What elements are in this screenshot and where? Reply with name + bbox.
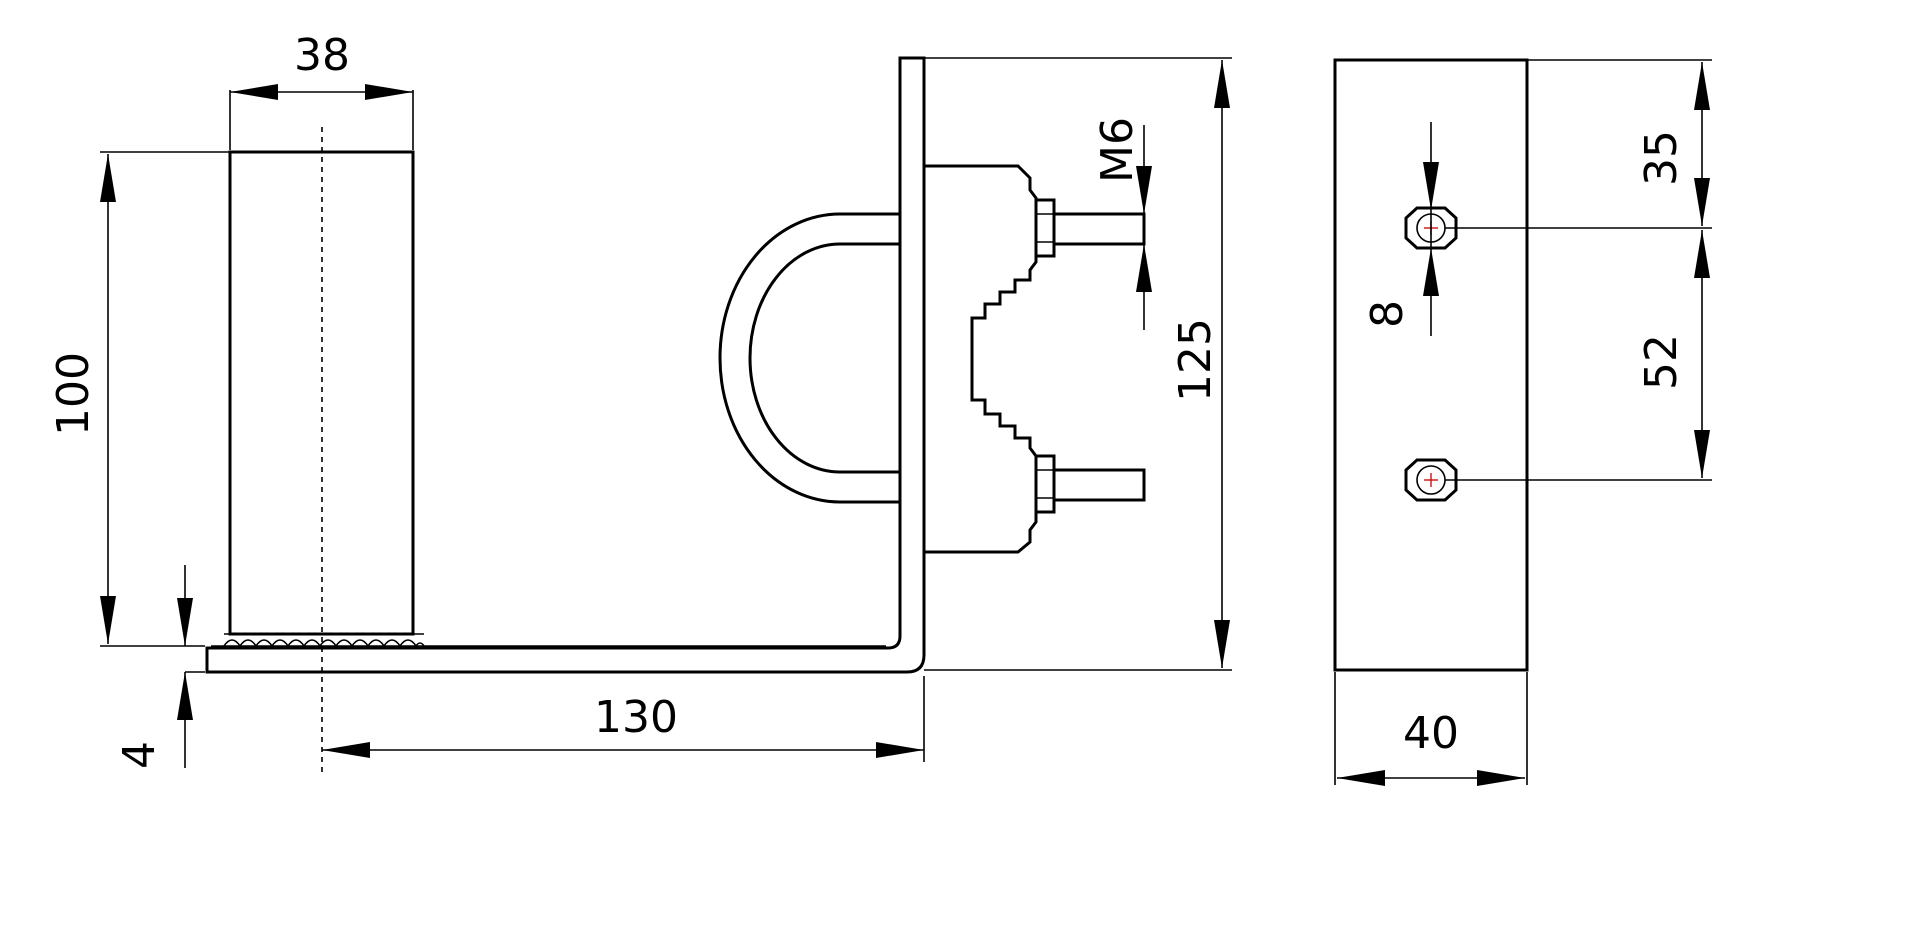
dim-top-offset: 35 <box>1445 59 1712 229</box>
clamp-saddle <box>924 164 1038 554</box>
dim-label: 52 <box>1636 334 1687 390</box>
dim-thread: M6 <box>1092 117 1152 330</box>
dim-hole-spacing: 52 <box>1445 230 1712 481</box>
dim-label: 35 <box>1636 130 1687 186</box>
dim-label: 125 <box>1170 318 1221 402</box>
front-view: 38 100 4 130 <box>48 30 1232 775</box>
dim-post-height: 100 <box>48 151 230 647</box>
dim-side-width: 40 <box>1334 672 1528 786</box>
dim-arm-length: 130 <box>322 676 925 762</box>
dim-label: 8 <box>1362 300 1413 328</box>
dim-plate-thickness: 4 <box>114 565 205 769</box>
dim-label: 100 <box>48 352 99 436</box>
lower-nut <box>1034 454 1056 514</box>
u-bolt <box>718 212 900 504</box>
weld-bead <box>223 639 425 648</box>
side-plate <box>1333 58 1529 672</box>
dim-label: 38 <box>294 30 350 81</box>
upper-nut <box>1034 198 1056 258</box>
dim-label: 40 <box>1403 708 1459 759</box>
upper-stud <box>1052 212 1146 246</box>
dim-label: 4 <box>114 741 165 769</box>
dim-bracket-height: 125 <box>924 57 1232 671</box>
u-bolt-inner <box>748 242 900 474</box>
dim-label: 130 <box>594 692 678 743</box>
side-view: 8 35 52 40 <box>1333 58 1712 786</box>
dim-hole-diameter: 8 <box>1362 122 1439 336</box>
lower-stud <box>1052 468 1146 502</box>
base-plate <box>205 56 926 674</box>
dim-label: M6 <box>1092 117 1143 183</box>
dim-post-width: 38 <box>229 30 414 150</box>
